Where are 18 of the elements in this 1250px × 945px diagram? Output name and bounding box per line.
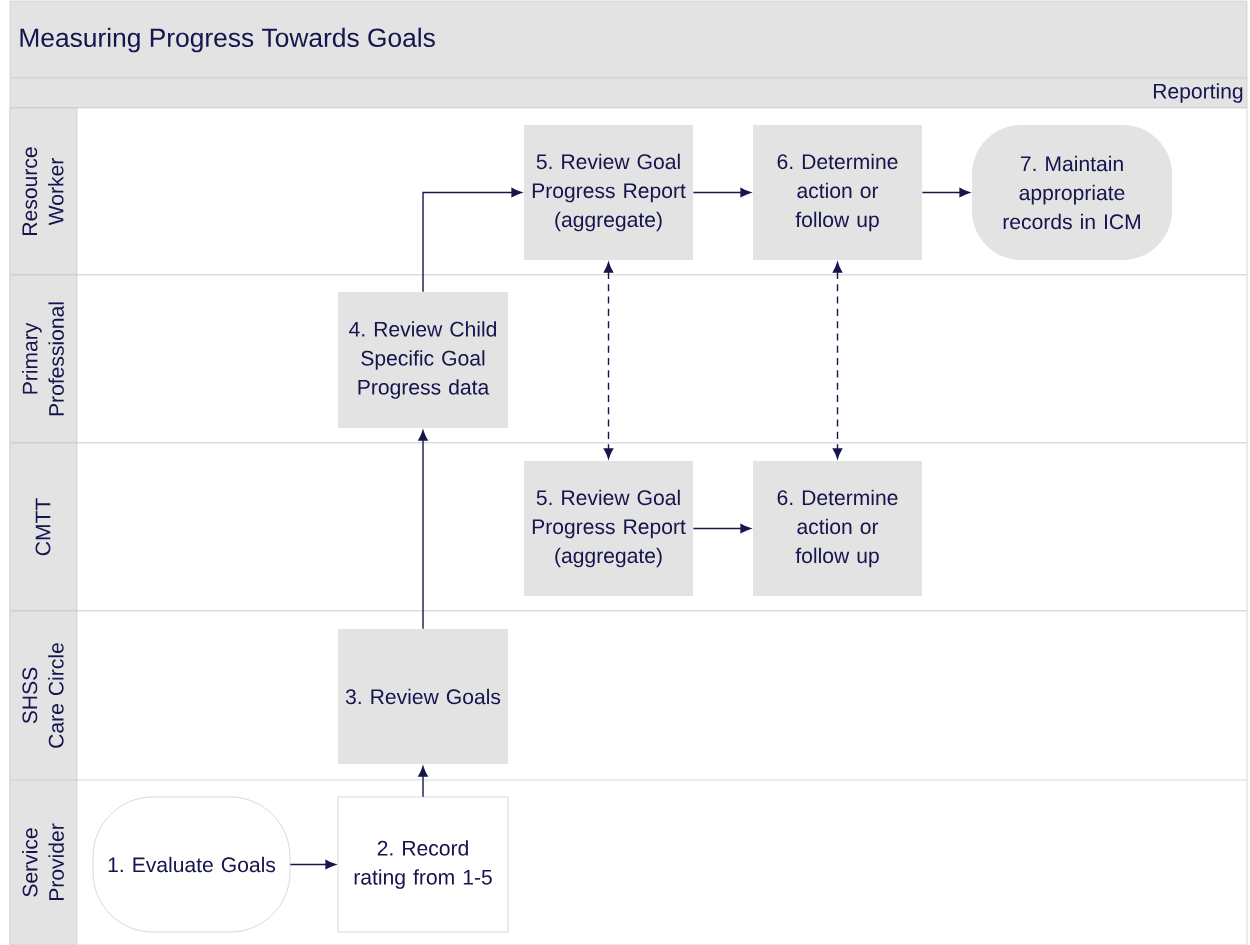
arrow [418,766,428,798]
process-box: 5. Review Goal Progress Report (aggregate) [524,461,693,596]
arrow [692,523,751,534]
process-box: 2. Record rating from 1-5 [337,796,509,933]
arrow [418,430,428,630]
arrow [692,187,751,198]
process-box: 6. Determine action or follow up [753,461,922,596]
arrow [832,262,843,459]
process-box: 6. Determine action or follow up [753,125,922,260]
arrow [289,859,336,870]
arrow [603,262,614,459]
arrow [422,187,522,293]
phase-label: Reporting [1153,83,1243,103]
node-label: Service Provider [22,823,64,901]
process-box: 5. Review Goal Progress Report (aggregate) [524,125,693,260]
process-box: 4. Review Child Specific Goal Progress data [338,292,508,428]
arrow [921,187,970,198]
process-box: 3. Review Goals [338,629,508,764]
